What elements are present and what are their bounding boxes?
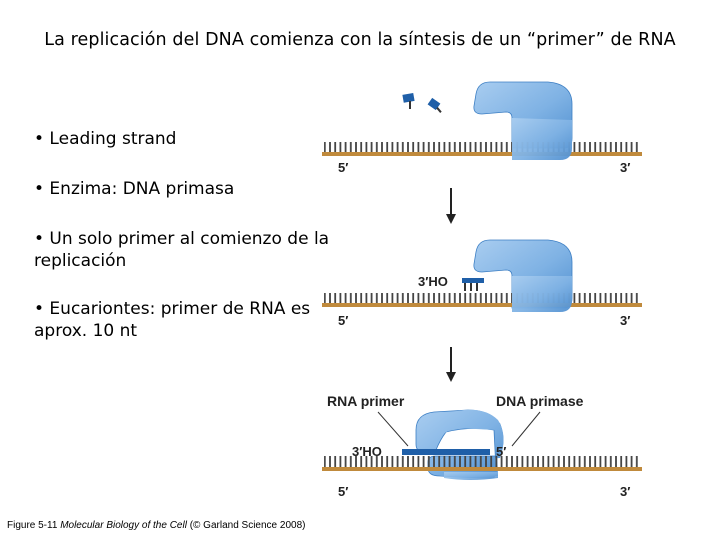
rna-primer-short: [462, 278, 484, 283]
rna-primer-label: RNA primer: [327, 393, 405, 409]
bullet-single-primer: • Un solo primer al comienzo de la repli…: [34, 229, 330, 271]
panel3-five-prime: 5′: [338, 484, 348, 499]
panel-1: 5′ 3′: [322, 81, 642, 175]
dna-template-strand: [322, 142, 642, 156]
down-arrow-icon: [446, 347, 456, 382]
bullet-enzyme: • Enzima: DNA primasa: [34, 179, 235, 199]
rna-primer-long: [402, 449, 490, 455]
slide-title: La replicación del DNA comienza con la s…: [44, 30, 676, 50]
caption-prefix: Figure 5-11: [7, 520, 61, 531]
down-arrow-icon: [446, 188, 456, 224]
panel3-three-prime: 3′: [620, 484, 630, 499]
panel-3: RNA primer DNA primase 3′HO 5′ 5′ 3′: [322, 393, 642, 499]
panel1-three-prime: 3′: [620, 160, 630, 175]
dna-template-strand: [322, 456, 642, 471]
panel2-three-prime: 3′: [620, 313, 630, 328]
panel1-five-prime: 5′: [338, 160, 348, 175]
panel2-five-prime: 5′: [338, 313, 348, 328]
dna-primase-label: DNA primase: [496, 393, 584, 409]
panel-2: 3′HO 5′ 3′: [322, 239, 642, 328]
free-nucleotide-icon: [427, 97, 442, 113]
bullet-eukaryotes: • Eucariontes: primer de RNA es aprox. 1…: [34, 299, 311, 341]
panel3-primer-five-prime: 5′: [496, 444, 506, 459]
panel2-three-ho: 3′HO: [418, 274, 448, 289]
figure-caption: Figure 5-11 Molecular Biology of the Cel…: [7, 520, 305, 531]
caption-copyright: (© Garland Science 2008): [186, 520, 306, 531]
bullet-leading-strand: • Leading strand: [34, 129, 177, 149]
free-nucleotide-icon: [402, 93, 415, 109]
dna-template-strand: [322, 293, 642, 307]
panel3-three-ho: 3′HO: [352, 444, 382, 459]
caption-book-title: Molecular Biology of the Cell: [60, 520, 187, 531]
